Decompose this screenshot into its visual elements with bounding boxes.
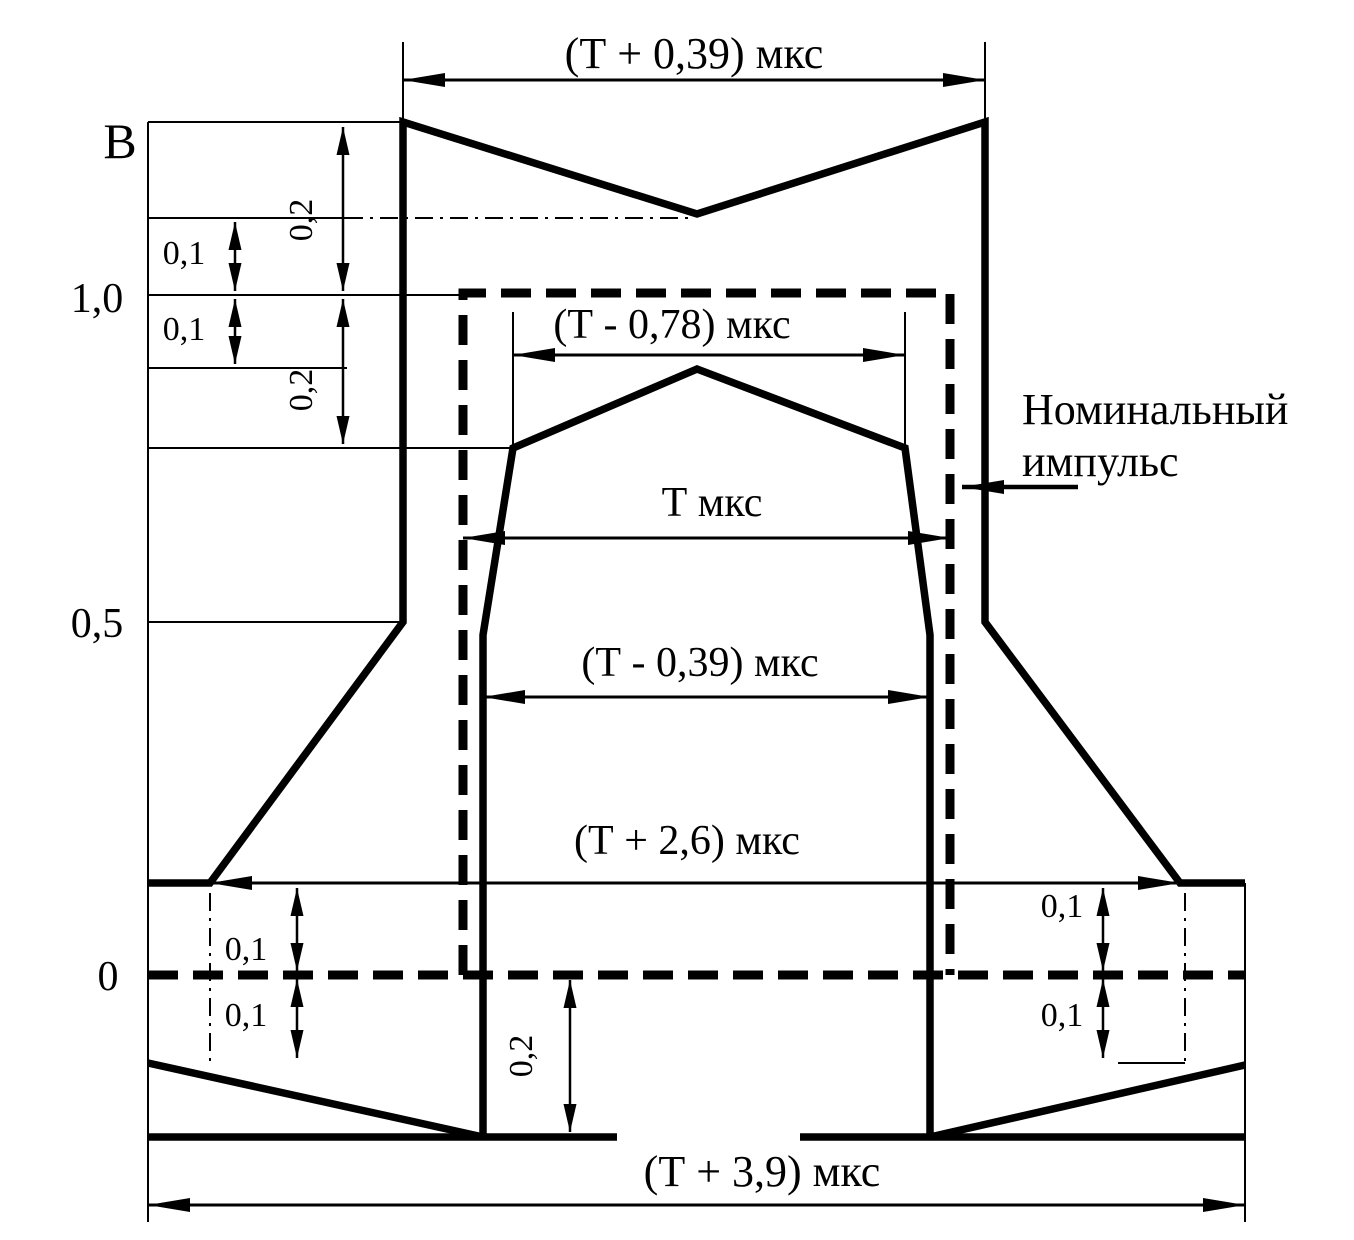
dimension-lines (148, 73, 1245, 1212)
inner-mask-envelope (479, 364, 934, 1137)
dim-inner-mid-width-label: (Т - 0,39) мкс (581, 640, 818, 686)
axis-level-1-0-label: 1,0 (71, 276, 124, 322)
axis-level-0-label: 0 (98, 954, 119, 1000)
nominal-pulse-annotation-line1: Номинальный (1022, 385, 1288, 434)
tolerance-0-2-label: 0,2 (283, 369, 320, 412)
dim-total-width-label: (Т + 3,9) мкс (644, 1147, 881, 1196)
tolerance-0-1-label: 0,1 (1041, 997, 1084, 1034)
nominal-pulse (148, 288, 1245, 980)
nominal-pulse-outline (458, 288, 955, 975)
lower-mask-diagonal-right (929, 1061, 1246, 1141)
dim-nominal-width-label: Т мкс (662, 480, 763, 526)
tolerance-0-1-label: 0,1 (163, 311, 206, 348)
axis-unit-label: В (103, 113, 136, 169)
outer-tolerance-mask (147, 116, 1246, 1141)
lower-mask-diagonal-left (147, 1059, 484, 1141)
nominal-pulse-annotation-line2: импульс (1022, 437, 1179, 486)
labels: В 1,0 0,5 0 (Т + 0,39) мкс (Т - 0,78) мк… (71, 29, 1289, 1196)
dim-outer-top-width-label: (Т + 0,39) мкс (565, 29, 824, 78)
tolerance-0-1-label: 0,1 (1041, 888, 1084, 925)
tolerance-0-2-label: 0,2 (283, 199, 320, 242)
tolerance-0-1-label: 0,1 (225, 931, 268, 968)
dim-outer-base-width-label: (Т + 2,6) мкс (574, 818, 800, 864)
dim-inner-top-width-label: (Т - 0,78) мкс (553, 302, 790, 348)
tolerance-0-2-label: 0,2 (503, 1035, 540, 1078)
tolerance-0-1-label: 0,1 (163, 235, 206, 272)
tolerance-0-1-label: 0,1 (225, 997, 268, 1034)
inner-tolerance-mask (479, 364, 934, 1137)
axis-level-0-5-label: 0,5 (71, 601, 124, 647)
outer-mask-envelope (148, 116, 1245, 887)
